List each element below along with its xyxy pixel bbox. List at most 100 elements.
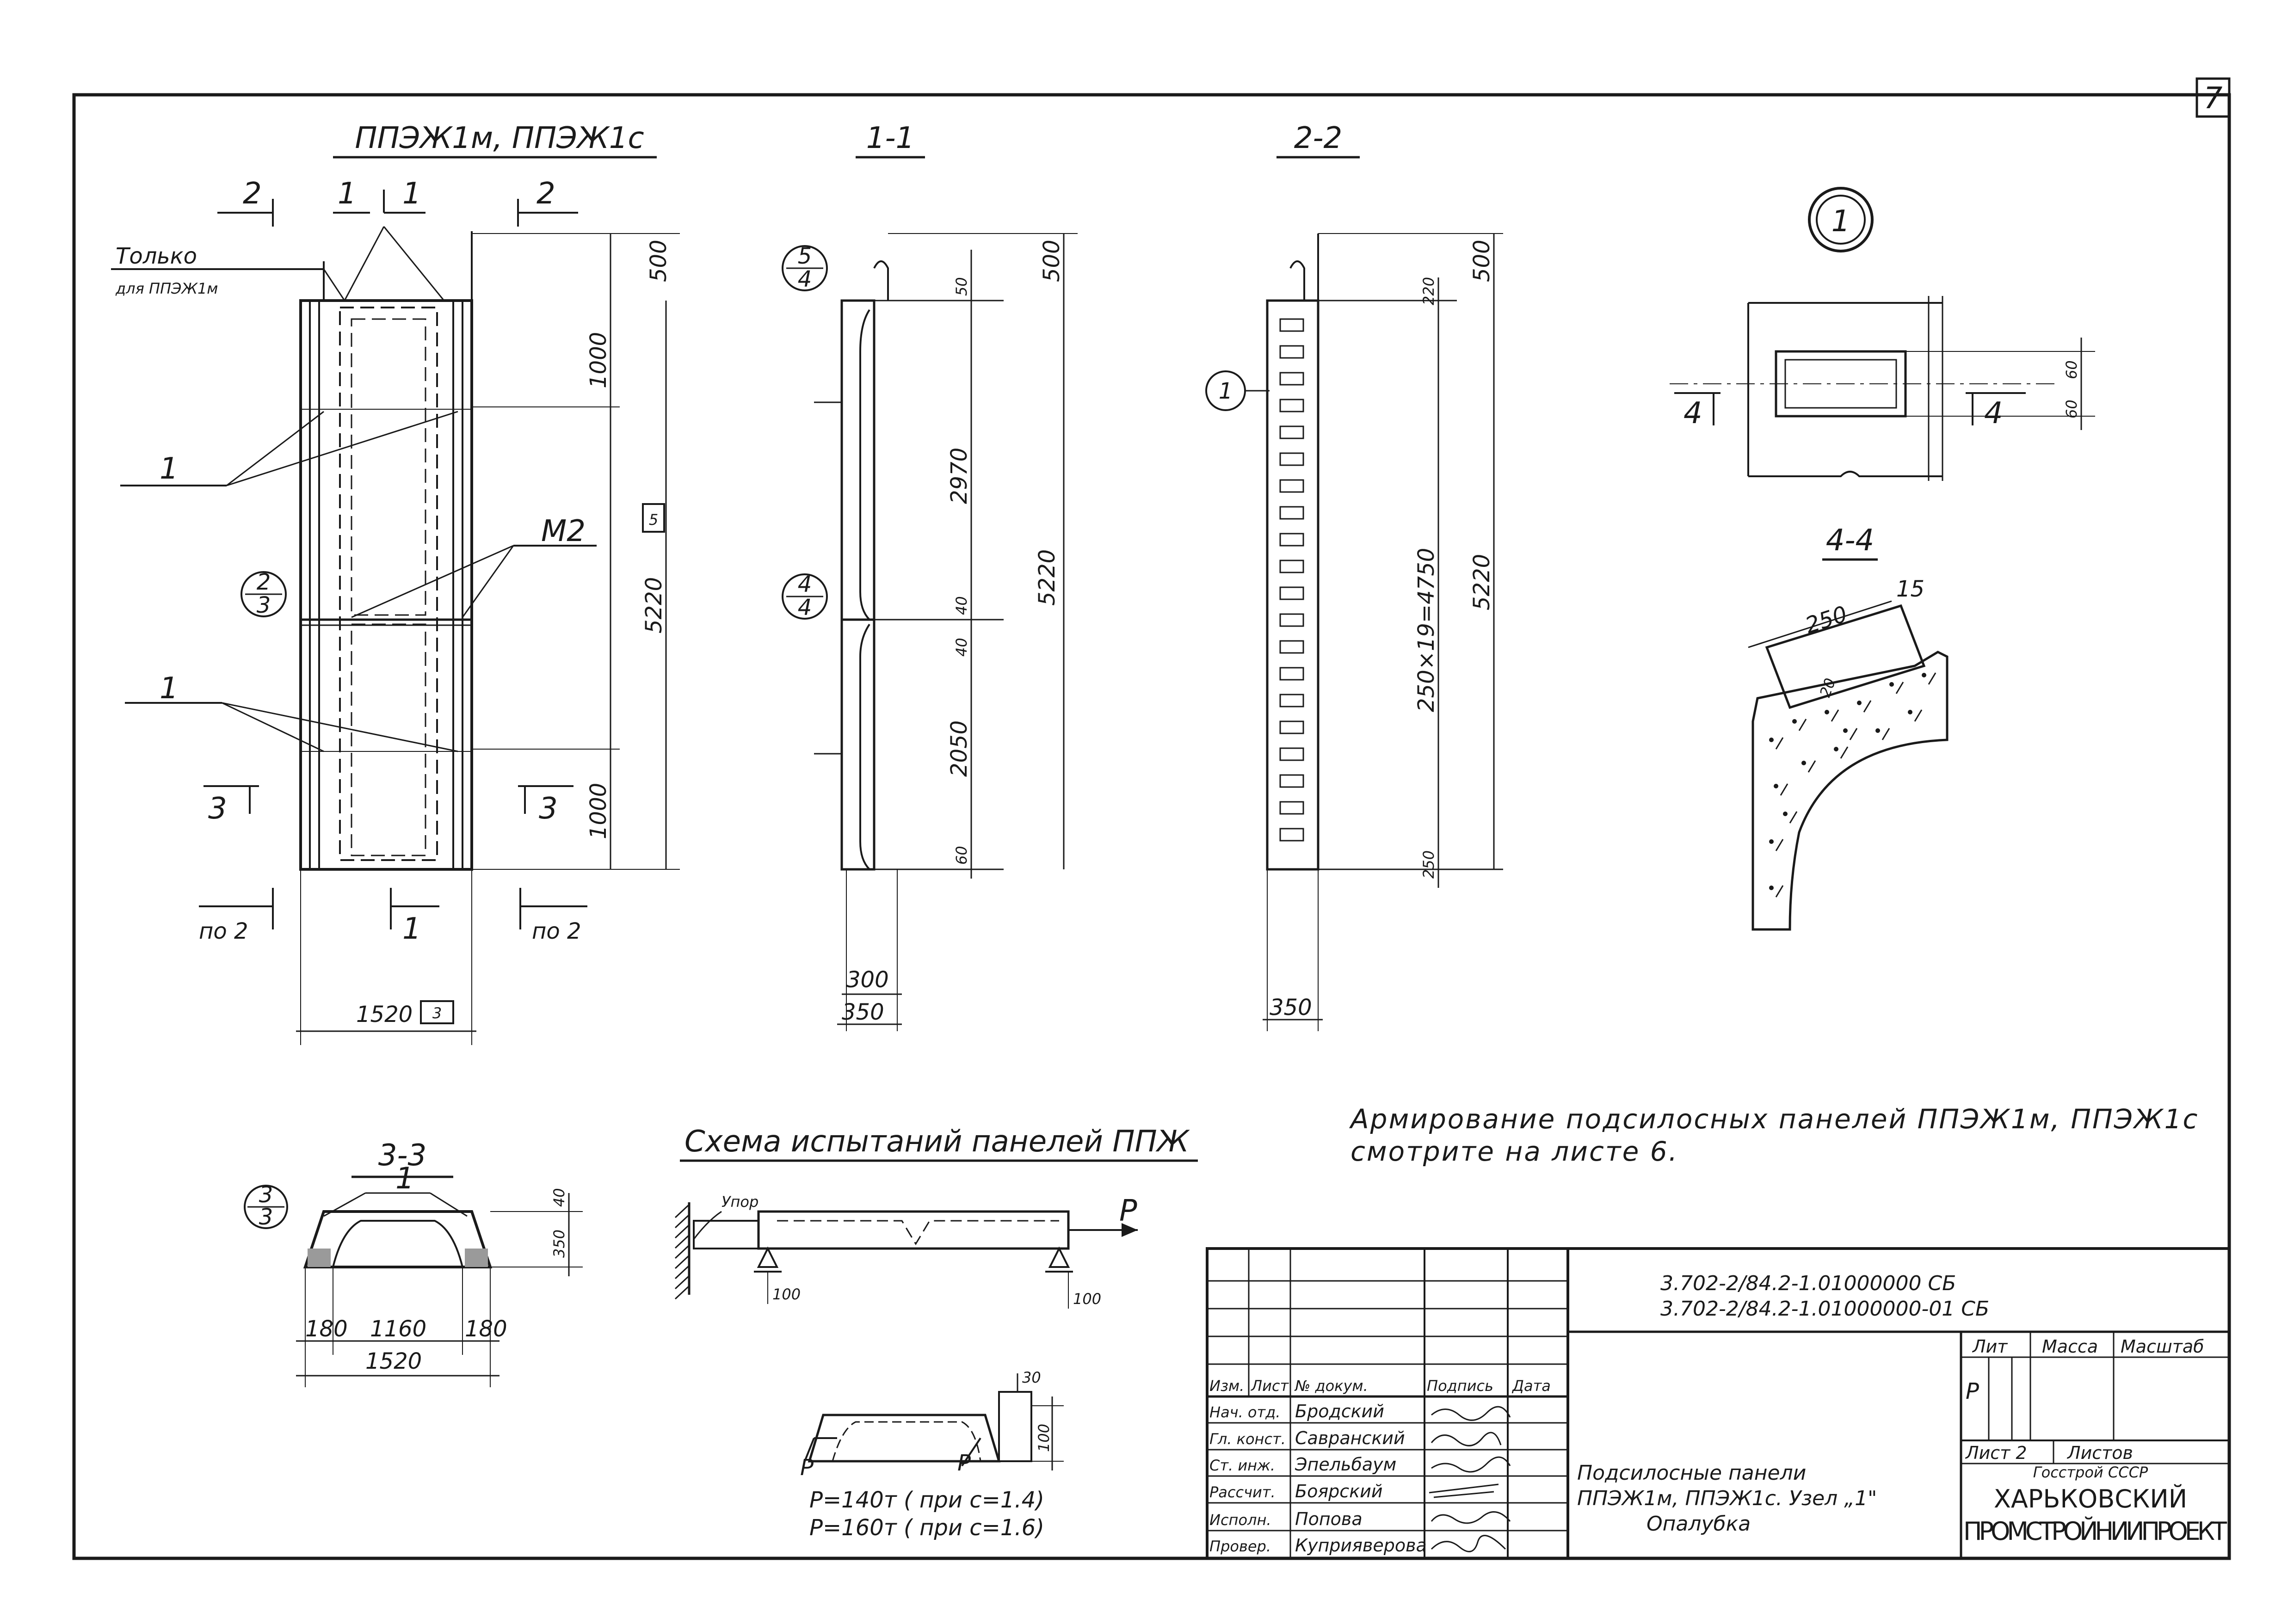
sheet-label: Лист 2 [1965,1443,2027,1463]
section-3-3: 3-3 3 3 1 40 350 180 1160 180 1520 [244,1138,583,1387]
hatch-dot [1792,719,1797,724]
staff-name: Попова [1295,1509,1363,1529]
dim-label: 500 [1039,240,1065,282]
node-ref: 1 [1219,378,1233,404]
header-col: № докум. [1294,1377,1368,1395]
embedded-slot [1279,828,1304,842]
leader-label: 1 [395,1162,414,1196]
staff-name: Куприяверова [1295,1535,1427,1556]
dim-label: 350 [550,1230,568,1258]
hatch-stroke [1849,728,1858,740]
support-dim: 100 [772,1286,801,1303]
hatch-stroke [1881,728,1890,740]
staff-role: Ст. инж. [1209,1457,1275,1474]
section-mark: 3 [208,792,227,826]
hatch-dot [1834,747,1838,751]
hatch-dot [1769,738,1774,742]
signature-scribbles [1429,1406,1511,1552]
section-mark: 3 [539,792,558,826]
dim-label: 250×19=4750 [1413,548,1439,712]
dim-label: 40 [953,638,970,657]
embedded-slot [1279,640,1304,654]
note-line: Армирование подсилосных панелей ППЭЖ1м, … [1349,1103,2199,1135]
hatch-stroke [1928,672,1936,685]
staff-name: Боярский [1295,1481,1383,1501]
wall-hatch-line [674,1204,690,1218]
wall-hatch [674,1204,690,1300]
hatch-stroke [1775,885,1784,898]
section-4-4-title: 4-4 [1826,523,1875,558]
hatch-dot [1783,812,1788,816]
dim-label: 40 [550,1188,568,1207]
node-ref: 4 [798,595,812,621]
embedded-slot [1279,506,1304,520]
dim-label: 2970 [946,448,972,504]
hatch-dot [1825,710,1829,714]
wall-hatch-line [674,1214,690,1229]
title-block: Изм. Лист № докум. Подпись Дата Нач. отд… [1206,1247,2231,1560]
section-2-2: 2-2 500 220 250×19=4750 5220 250 1 350 [1205,121,1503,1031]
test-scheme: Схема испытаний панелей ППЖ Упор Р 100 1… [674,1125,1198,1541]
embedded-slot [1279,318,1304,332]
node-1-title: 1 [1832,204,1850,239]
general-note: Армирование подсилосных панелей ППЭЖ1м, … [1349,1103,2199,1167]
dim-width-box: 3 [432,1004,442,1022]
doc-name-line: ППЭЖ1м, ППЭЖ1с. Узел „1" [1577,1487,1877,1510]
header-col: Изм. [1209,1377,1244,1395]
node-ref: 3 [259,1204,273,1230]
sheet-frame: 7 [72,77,2231,1560]
dim-label: 5220 [641,577,667,634]
scale-label: Масштаб [2121,1336,2204,1357]
staff-role: Нач. отд. [1209,1403,1280,1421]
embedded-slot [1279,452,1304,466]
mass-label: Масса [2042,1336,2098,1357]
hatch-dot [1908,710,1912,714]
dim-label: 220 [1420,277,1437,305]
leader-label: 1 [160,452,179,486]
node-ref: 3 [259,1182,273,1208]
dim-label: 60 [953,846,970,865]
staff-role: Рассчит. [1209,1483,1276,1501]
staff-role: Провер. [1209,1538,1271,1555]
dim-label: 60 [2063,400,2080,418]
dim-label: 5220 [1034,549,1060,606]
section-mark: 1 [402,177,421,211]
page-number: 7 [2204,81,2223,116]
hatch-dot [1843,728,1848,733]
small-dim: 30 [1022,1369,1041,1386]
dim-label: 40 [953,596,970,615]
hatch-dot [1857,701,1862,705]
dim-label: 250 [1802,601,1850,639]
node-ref: 5 [798,243,812,269]
staff-name: Савранский [1295,1428,1405,1448]
leader-label: 1 [160,671,179,706]
section-mark: 4 [1684,396,1702,431]
hatch-stroke [1780,783,1788,796]
node-1-detail: 1 60 60 4 4 [1670,187,2095,481]
embedded-slot [1279,372,1304,386]
hatch-stroke [1914,709,1923,722]
hatch-stroke [1895,682,1904,694]
sheets-label: Листов [2066,1443,2133,1463]
section-mark: 4 [1984,396,2003,431]
hatch-stroke [1789,811,1798,824]
wall-hatch-line [674,1285,690,1300]
concrete-hatch [1769,672,1936,898]
hatch-dot [1769,839,1774,844]
embedded-slot [1279,720,1304,734]
dim-label: 180 [465,1316,507,1342]
main-view: ППЭЖ1м, ППЭЖ1с 2 1 1 2 Только для ППЭЖ1м [111,121,680,1045]
dim-label: 180 [305,1316,348,1342]
embedded-slot [1279,613,1304,627]
hatch-dot [1922,673,1926,677]
dim-box: 5 [649,511,658,529]
only-for-note: Только [116,243,197,269]
wall-hatch-line [674,1224,690,1239]
support-dim: 100 [1073,1290,1101,1308]
dim-label: 2050 [946,720,972,777]
dim-label: 20 [1816,676,1839,699]
small-dim: P [957,1450,971,1476]
node-ref: 3 [257,592,271,618]
staff-role: Исполн. [1209,1511,1271,1529]
